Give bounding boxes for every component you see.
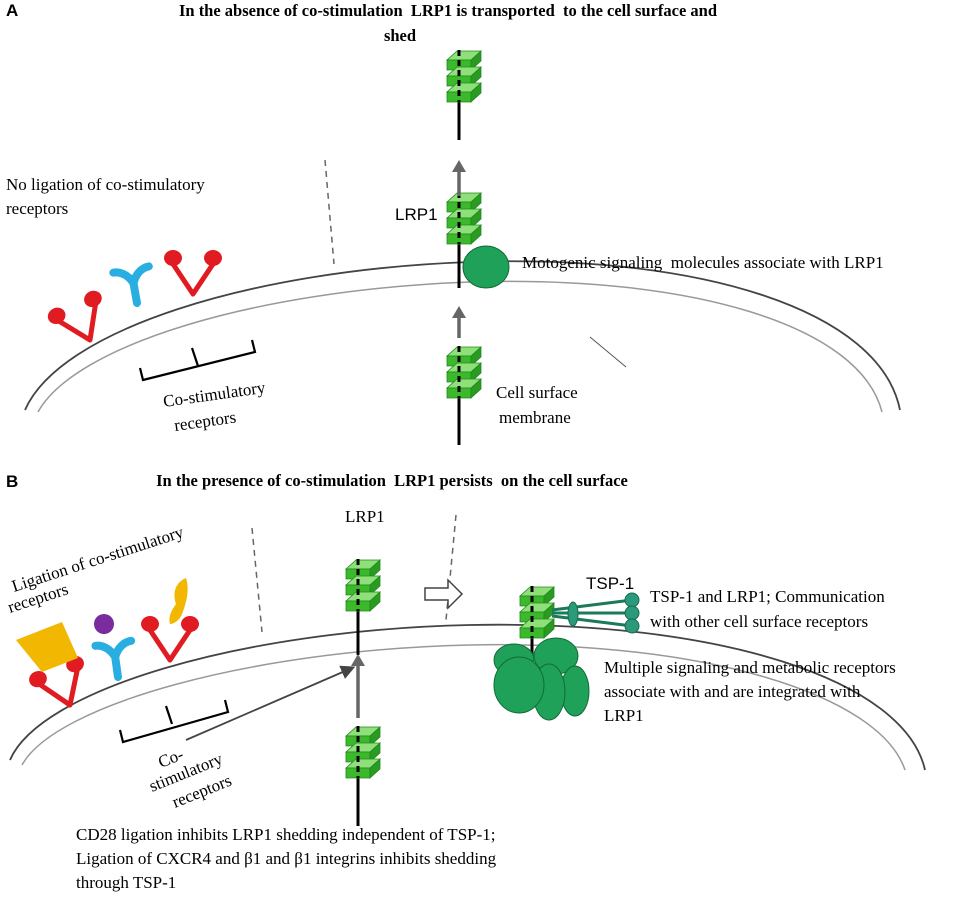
motogenic-label: Motogenic signaling molecules associate … — [522, 253, 884, 272]
motogenic-molecule — [462, 245, 510, 289]
membrane-line2: membrane — [499, 408, 571, 427]
up-arrow-a-2 — [452, 306, 466, 338]
transition-arrow — [424, 578, 464, 610]
up-arrow-b — [351, 654, 365, 718]
ligand-purple — [94, 614, 114, 634]
tsp1-molecule — [551, 592, 640, 634]
divider-b-1 — [251, 527, 263, 633]
panel-a-title-line1: In the absence of co-stimulation LRP1 is… — [179, 1, 717, 20]
lrp1-surface-b — [344, 557, 382, 657]
no-ligation-line1: No ligation of co-stimulatory — [6, 175, 205, 194]
tsp-desc-line1: TSP-1 and LRP1; Communication — [650, 587, 885, 606]
lrp1-label-b: LRP1 — [345, 507, 385, 526]
costim-receptor-blue — [113, 266, 154, 306]
cd28-line2: Ligation of CXCR4 and β1 and β1 integrin… — [76, 849, 497, 868]
ligation-line1: Ligation of co-stimulatory — [9, 522, 186, 596]
integrated-receptors — [493, 637, 590, 721]
costim-bracket-b — [118, 699, 230, 744]
lrp1-shed — [445, 48, 483, 148]
lrp1-label-a: LRP1 — [395, 205, 438, 224]
cd28-line3: through TSP-1 — [76, 873, 176, 892]
membrane-pointer — [589, 336, 627, 368]
lrp1-internal-b — [344, 724, 382, 824]
tsp1-label: TSP-1 — [586, 574, 634, 593]
panel-a-letter: A — [6, 1, 18, 20]
cd28-line1: CD28 ligation inhibits LRP1 shedding ind… — [76, 825, 496, 844]
costim-arrow-b — [185, 665, 356, 741]
lrp1-internal-a — [445, 344, 483, 444]
ligand-yellow-trapezoid — [16, 622, 78, 672]
cell-membrane-b — [9, 623, 926, 771]
ligand-yellow-curve — [169, 578, 188, 624]
costim-a-line2: receptors — [173, 407, 237, 434]
no-ligation-line2: receptors — [6, 199, 68, 218]
multi-line2: associate with and are integrated with — [604, 682, 861, 701]
divider-a — [324, 159, 335, 265]
costim-receptor-red-1 — [45, 288, 116, 352]
costim-receptor-red-2 — [164, 250, 222, 294]
costim-bracket-a — [138, 339, 257, 382]
tsp-desc-line2: with other cell surface receptors — [650, 612, 868, 631]
multi-line1: Multiple signaling and metabolic recepto… — [604, 658, 896, 677]
ligated-receptor-blue — [95, 641, 135, 680]
membrane-line1: Cell surface — [496, 383, 578, 402]
panel-b-letter: B — [6, 472, 18, 491]
up-arrow-a-1 — [452, 160, 466, 196]
panel-b-title: In the presence of co-stimulation LRP1 p… — [156, 471, 628, 490]
costim-a-line1: Co-stimulatory — [162, 378, 267, 411]
multi-line3: LRP1 — [604, 706, 644, 725]
panel-a-title-line2: shed — [384, 26, 416, 45]
